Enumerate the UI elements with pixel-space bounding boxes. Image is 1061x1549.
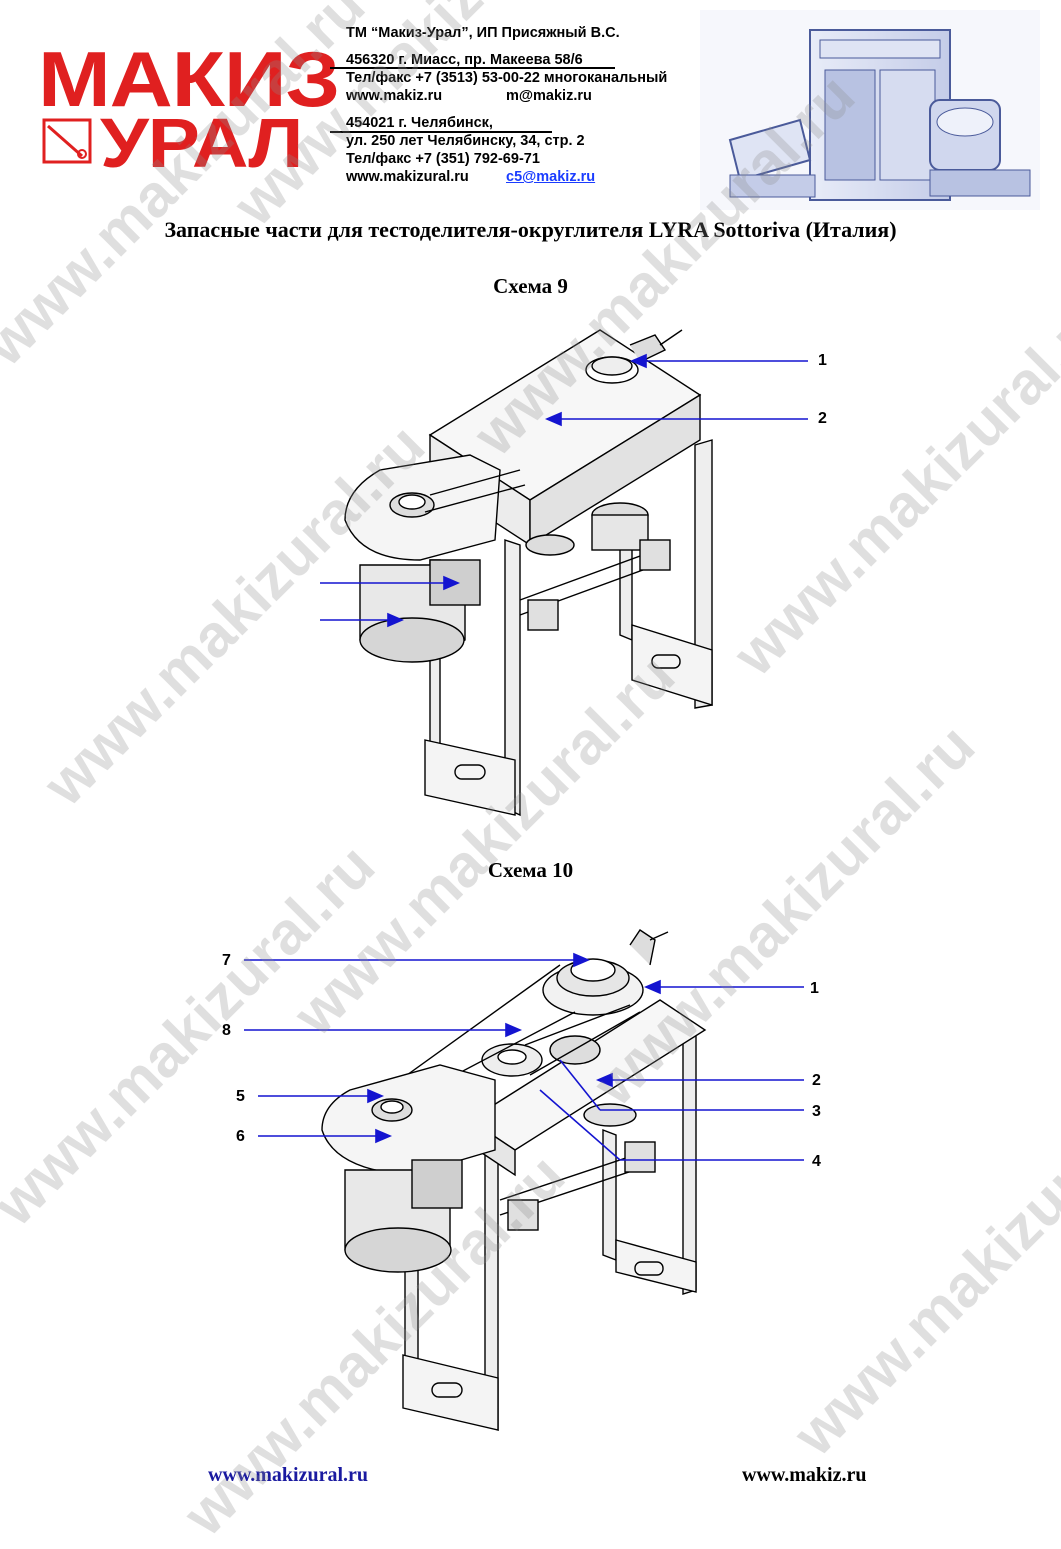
email-c5[interactable]: c5@makiz.ru xyxy=(506,169,596,185)
scheme-10-callout-1: 1 xyxy=(810,980,819,997)
email-makiz[interactable]: m@makiz.ru xyxy=(506,88,592,104)
site-makizural[interactable]: www.makizural.ru xyxy=(346,169,469,185)
header-rule-2 xyxy=(330,131,552,133)
scheme-10-callout-6: 6 xyxy=(236,1128,245,1145)
address-miass: 456320 г. Миасс, пр. Макеева 58/6 xyxy=(346,52,583,68)
trademark-line: ТМ “Макиз-Урал”, ИП Присяжный В.С. xyxy=(346,25,620,41)
phone-miass: Тел/факс +7 (3513) 53-00-22 многоканальн… xyxy=(346,70,668,86)
scheme-10-callout-7: 7 xyxy=(222,952,231,969)
address-chelyabinsk-line1: 454021 г. Челябинск, xyxy=(346,115,493,131)
scheme-10-diagram: 7 8 5 6 1 2 3 4 xyxy=(222,929,821,1432)
scheme-10-callout-5: 5 xyxy=(236,1088,245,1105)
logo-ural-text: УРАЛ xyxy=(100,104,303,182)
scheme-10-callout-4: 4 xyxy=(812,1153,821,1170)
site-makiz[interactable]: www.makiz.ru xyxy=(346,88,443,104)
scheme-9-callout-2: 2 xyxy=(818,410,827,427)
scheme-10-callout-2: 2 xyxy=(812,1072,821,1089)
footer-link-makizural[interactable]: www.makizural.ru xyxy=(208,1464,368,1486)
scheme-9-title: Схема 9 xyxy=(493,274,568,298)
footer-link-makiz[interactable]: www.makiz.ru xyxy=(742,1464,867,1486)
header-rule xyxy=(330,67,615,69)
logo-emblem-icon xyxy=(42,118,92,164)
header-equipment-illustration xyxy=(700,10,1040,210)
phone-chelyabinsk: Тел/факс +7 (351) 792-69-71 xyxy=(346,151,540,167)
scheme-10-title: Схема 10 xyxy=(487,858,574,882)
scheme-10-callout-3: 3 xyxy=(812,1103,821,1120)
page-title: Запасные части для тестоделителя-округли… xyxy=(164,217,897,242)
scheme-9-diagram: 1 2 3 4 xyxy=(320,329,827,817)
address-chelyabinsk-line2: ул. 250 лет Челябинску, 34, стр. 2 xyxy=(346,133,585,149)
scheme-9-callout-1: 1 xyxy=(818,352,827,369)
logo-makiz-text: МАКИЗ xyxy=(38,35,340,123)
scheme-10-callout-8: 8 xyxy=(222,1022,231,1039)
